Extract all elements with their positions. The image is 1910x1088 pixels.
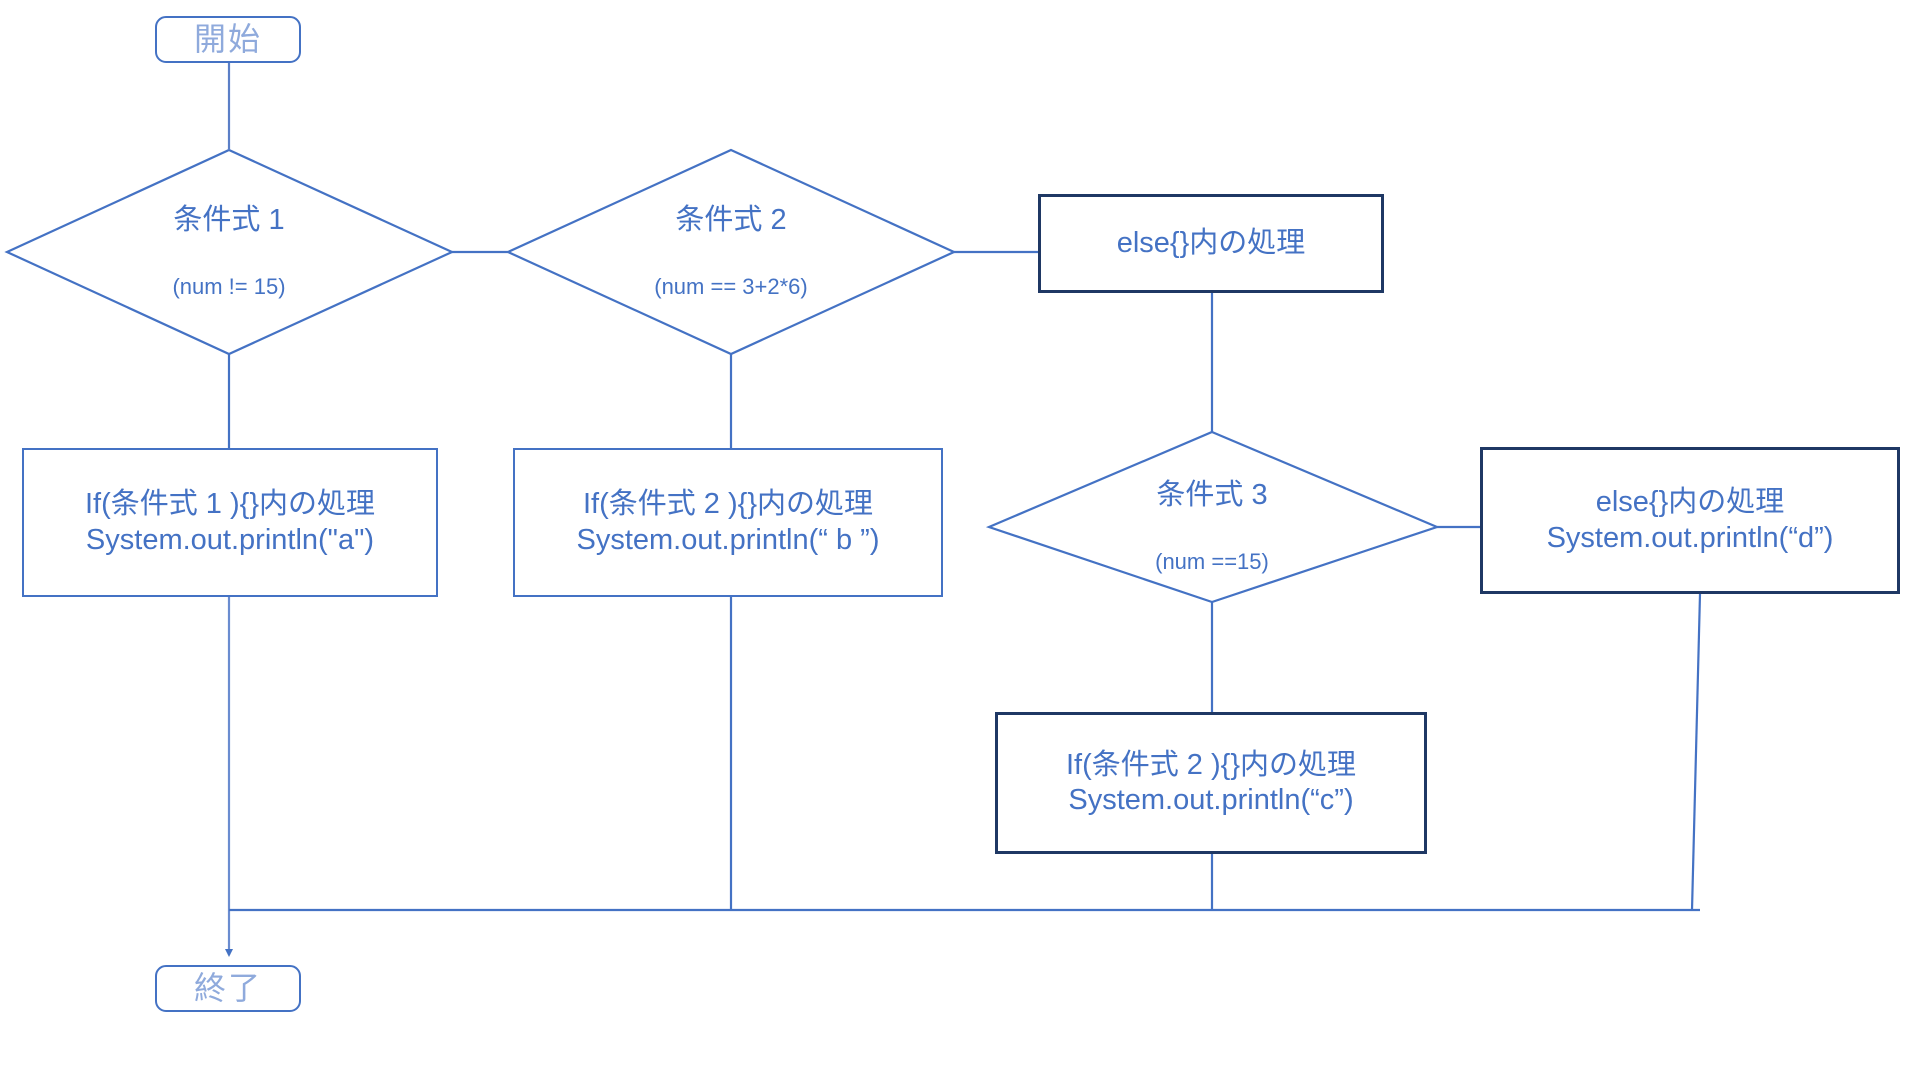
process-b-box[interactable]: If(条件式 2 ){}内の処理 System.out.println(“ b … (513, 448, 943, 597)
else-top-process[interactable]: else{}内の処理 (1038, 194, 1384, 293)
process-b-line1: If(条件式 2 ){}内の処理 (582, 488, 874, 521)
else-right-line1: else{}内の処理 (1595, 486, 1785, 519)
process-c-box[interactable]: If(条件式 2 ){}内の処理 System.out.println(“c”) (995, 712, 1427, 854)
decision1-diamond (4, 148, 455, 356)
process-a-line2: System.out.println("a") (85, 523, 375, 556)
end-terminator[interactable]: 終了 (155, 965, 301, 1012)
decision2-diamond (505, 148, 957, 356)
else-top-label: else{}内の処理 (1116, 226, 1306, 259)
process-c-line1: If(条件式 2 ){}内の処理 (1065, 748, 1357, 781)
decision3-diamond (985, 430, 1441, 604)
else-right-line2: System.out.println(“d”) (1546, 521, 1834, 554)
else-right-box[interactable]: else{}内の処理 System.out.println(“d”) (1480, 447, 1900, 594)
edge-else-right-down (1690, 593, 1702, 911)
start-label: 開始 (193, 20, 262, 57)
process-c-line2: System.out.println(“c”) (1068, 784, 1354, 816)
end-label: 終了 (193, 969, 262, 1006)
start-terminator[interactable]: 開始 (155, 16, 301, 63)
process-b-line2: System.out.println(“ b ”) (576, 523, 880, 556)
process-a-line1: If(条件式 1 ){}内の処理 (84, 488, 376, 521)
process-a-box[interactable]: If(条件式 1 ){}内の処理 System.out.println("a") (22, 448, 438, 597)
